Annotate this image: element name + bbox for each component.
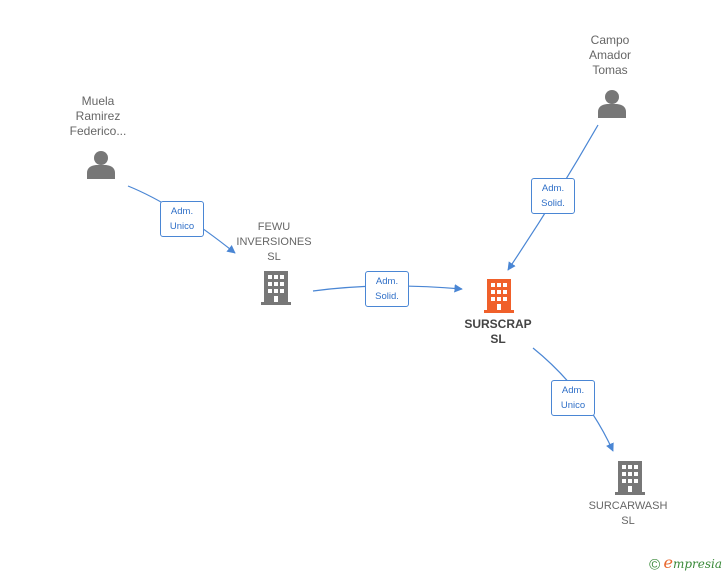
company-label-fewu[interactable]: FEWU INVERSIONES SL <box>236 221 312 263</box>
edge-label-campo-surscrap: Adm. Solid. <box>531 178 575 214</box>
building-icon <box>261 271 291 305</box>
building-icon <box>615 461 645 495</box>
edge-label-muela-fewu: Adm. Unico <box>160 201 204 237</box>
company-label-surscrap[interactable]: SURSCRAP SL <box>464 317 532 346</box>
brand-logo: © empresia <box>649 553 722 573</box>
brand-initial: e <box>663 552 673 572</box>
edge-label-surscrap-surcarwash: Adm. Unico <box>551 380 595 416</box>
person-label-muela[interactable]: Muela Ramirez Federico... <box>69 94 127 138</box>
person-icon <box>87 151 115 179</box>
building-icon-focus <box>484 279 514 313</box>
brand-name: mpresia <box>672 556 722 571</box>
edge-label-fewu-surscrap: Adm. Solid. <box>365 271 409 307</box>
person-icon <box>598 90 626 118</box>
copyright-icon: © <box>649 556 661 573</box>
company-label-surcarwash[interactable]: SURCARWASH SL <box>588 500 668 527</box>
person-label-campo[interactable]: Campo Amador Tomas <box>588 33 632 77</box>
